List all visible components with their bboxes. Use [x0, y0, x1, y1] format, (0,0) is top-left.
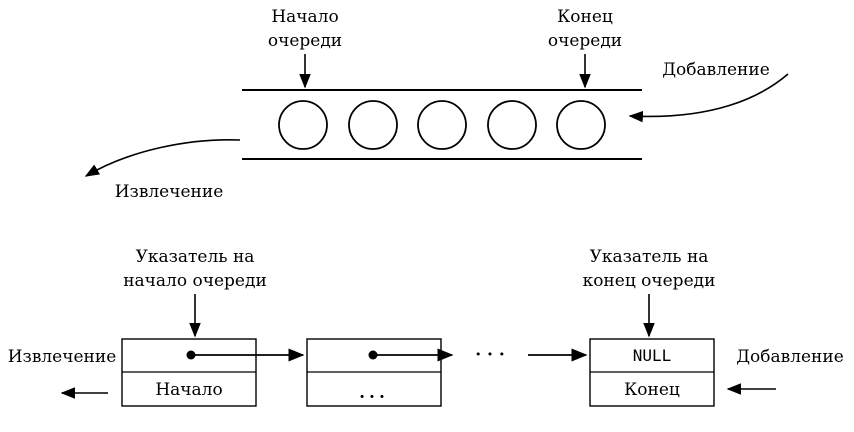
- node-middle-label: ...: [359, 383, 389, 403]
- gap-ellipsis: · · ·: [475, 345, 505, 365]
- null-pointer-text: NULL: [633, 346, 672, 365]
- dequeue-label-bottom: Извлечение: [8, 347, 117, 367]
- dequeue-arrow-top: [84, 138, 241, 177]
- tail-label-line2: очереди: [548, 31, 622, 51]
- enqueue-arrow-top: [628, 73, 789, 123]
- node-tail-label: Конец: [624, 380, 680, 400]
- head-pointer-line2: начало очереди: [123, 271, 267, 291]
- head-label-line2: очереди: [268, 31, 342, 51]
- head-label-line1: Начало: [271, 7, 338, 27]
- queue-element-circle: [487, 100, 537, 150]
- enqueue-label-top: Добавление: [662, 60, 770, 80]
- pointer-dot: [186, 350, 196, 360]
- list-node-tail: NULL Конец: [589, 338, 715, 407]
- node-head-label: Начало: [155, 380, 222, 400]
- tube-queue: [242, 89, 642, 160]
- list-node-middle: ...: [306, 338, 442, 407]
- queue-element-circle: [348, 100, 398, 150]
- queue-element-circle: [417, 100, 467, 150]
- queue-element-circle: [278, 100, 328, 150]
- queue-element-circle: [556, 100, 606, 150]
- dequeue-label-top: Извлечение: [115, 182, 224, 202]
- enqueue-label-bottom: Добавление: [736, 347, 844, 367]
- list-node-head: Начало: [121, 338, 257, 407]
- pointer-dot: [368, 350, 378, 360]
- tail-label-line1: Конец: [557, 7, 613, 27]
- head-pointer-line1: Указатель на: [136, 247, 255, 267]
- tail-pointer-line1: Указатель на: [590, 247, 709, 267]
- tail-pointer-line2: конец очереди: [583, 271, 716, 291]
